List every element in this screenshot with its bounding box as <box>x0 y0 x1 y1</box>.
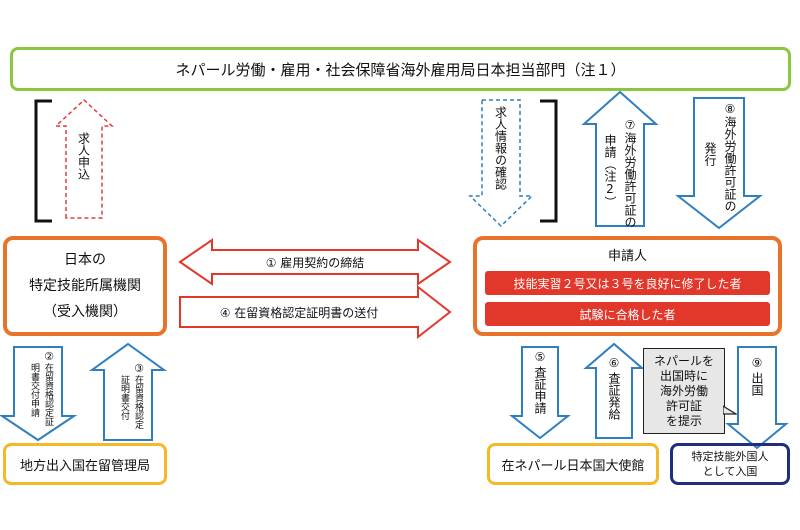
step2-label: ② 在留資格認定証 明書交付申請 <box>29 350 54 426</box>
header-title: ネパール労働・雇用・社会保障省海外雇用局日本担当部門（注１） <box>175 60 626 79</box>
step4-arrow <box>179 284 452 340</box>
condition-technical-intern: 技能実習２号又は３号を良好に修了した者 <box>485 271 770 295</box>
accepting-organization-box: 日本の 特定技能所属機関 （受入機関） <box>3 236 167 336</box>
step6-label: ⑥ 査証発給 <box>607 356 621 420</box>
step1-arrow <box>178 238 452 286</box>
step3-arrow <box>88 342 168 441</box>
job-offer-label: 求人申込 <box>76 132 91 180</box>
step5-label: ⑤ 査証申請 <box>533 350 547 414</box>
note-pointer <box>723 405 737 415</box>
right-bracket <box>540 99 558 223</box>
step6-arrow <box>583 342 645 439</box>
step1-label: ① 雇用契約の締結 <box>265 255 365 270</box>
immigration-bureau-box: 地方出入国在留管理局 <box>3 443 167 485</box>
step7-arrow <box>581 90 659 227</box>
applicant-box: 申請人 技能実習２号又は３号を良好に修了した者 試験に合格した者 <box>473 236 782 336</box>
condition-passed-exam: 試験に合格した者 <box>485 302 770 326</box>
step2-arrow <box>0 346 78 442</box>
step5-arrow <box>509 346 571 440</box>
nepal-ministry-header: ネパール労働・雇用・社会保障省海外雇用局日本担当部門（注１） <box>10 47 791 91</box>
departure-note-box: ネパールを 出国時に 海外労働 許可証 を提示 <box>643 348 725 434</box>
org-line2: 特定技能所属機関 <box>29 278 141 294</box>
step9-arrow <box>725 346 789 450</box>
entry-box: 特定技能外国人 として入国 <box>670 443 790 485</box>
step7-label: ⑦ 海外労働許可証の 申請（注2） <box>603 118 637 228</box>
org-line3: （受入機関） <box>43 304 127 320</box>
left-bracket <box>34 99 52 223</box>
step9-label: ⑨ 出国 <box>750 356 764 396</box>
org-line1: 日本の <box>64 252 106 268</box>
applicant-title: 申請人 <box>607 249 647 264</box>
step3-label: ③ 在留資格認定 証明書交付 <box>119 362 144 429</box>
embassy-box: 在ネパール日本国大使館 <box>487 443 659 485</box>
job-offer-arrow <box>54 98 114 219</box>
step8-arrow <box>675 97 763 230</box>
step8-label: ⑧ 海外労働許可証の 発行 <box>703 102 737 212</box>
step4-label: ④ 在留資格認定証明書の送付 <box>219 305 379 320</box>
job-confirm-label: 求人情報の確認 <box>493 106 508 190</box>
